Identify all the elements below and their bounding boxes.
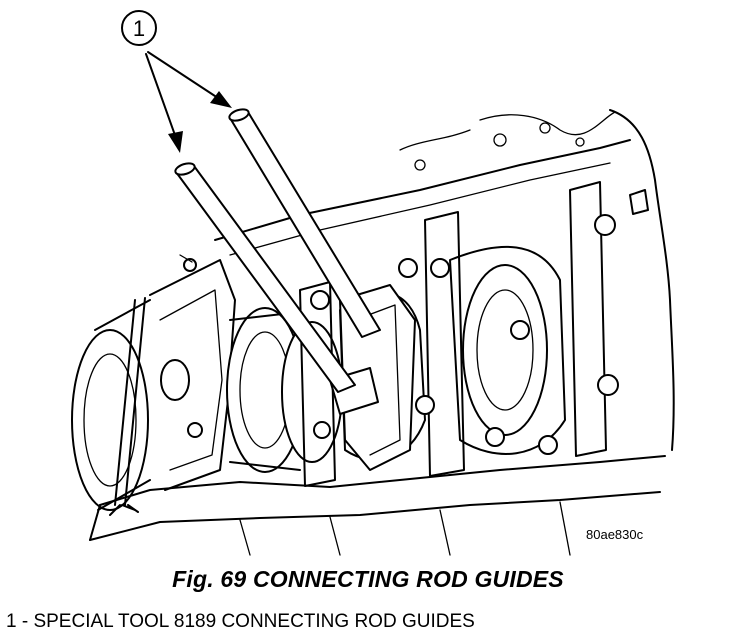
callout-number: 1: [133, 16, 145, 41]
callout-1: 1: [121, 10, 232, 153]
guide-rods: [174, 108, 381, 393]
engine-block-outline: [89, 109, 675, 556]
front-cover: [109, 258, 236, 516]
figure-caption: Fig. 69 CONNECTING ROD GUIDES: [172, 566, 564, 592]
legend-item: 1 - SPECIAL TOOL 8189 CONNECTING ROD GUI…: [6, 611, 475, 632]
figure-id: 80ae830c: [586, 527, 644, 542]
crank-pulley: [71, 299, 151, 511]
engine-block-diagram: 1 80ae830c: [71, 10, 675, 556]
